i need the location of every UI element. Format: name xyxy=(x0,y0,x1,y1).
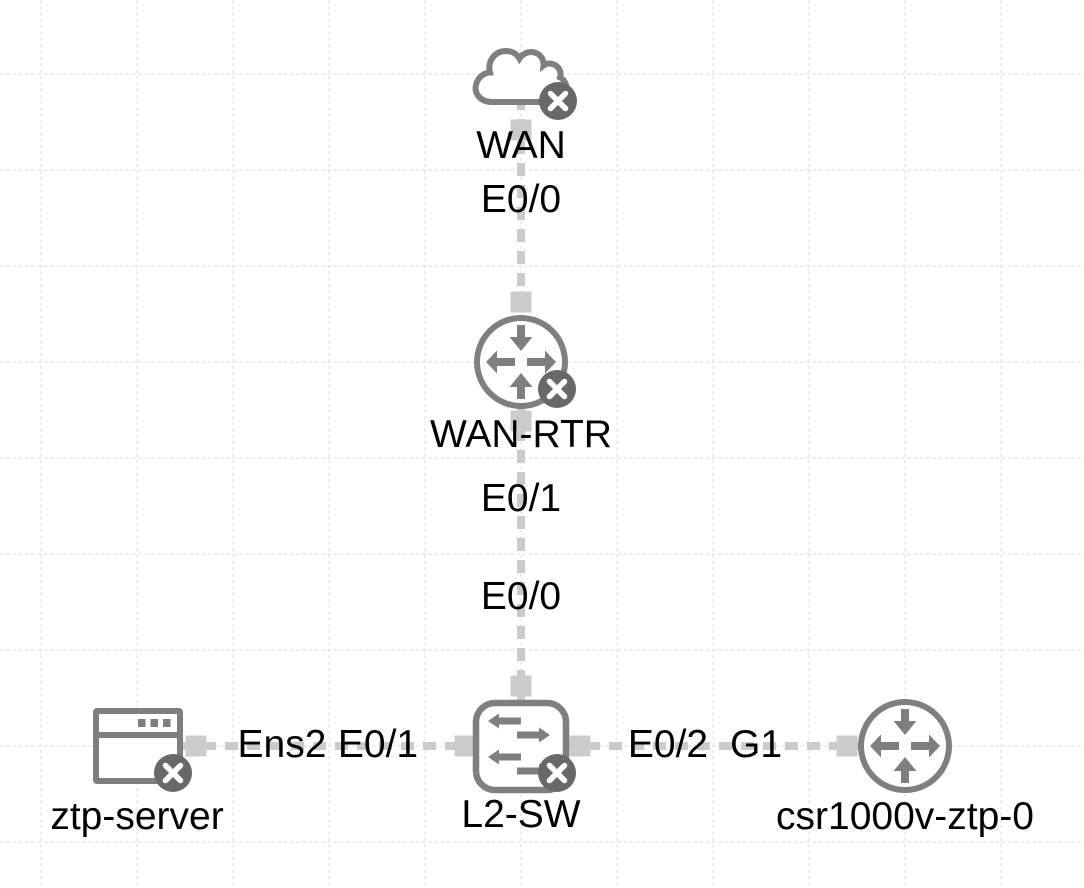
interface-labels: E0/0 E0/1 E0/0 Ens2 E0/1 E0/2 G1 xyxy=(238,178,782,766)
node-label-l2-sw[interactable]: L2-SW xyxy=(461,793,580,836)
link-wan-rtr--l2-sw[interactable] xyxy=(510,362,532,746)
server-icon xyxy=(93,708,183,784)
interface-label: E0/1 xyxy=(338,723,418,766)
node-stopped-badge-icon xyxy=(539,82,577,120)
link-endpoint-wan xyxy=(510,119,532,141)
link-endpoint-l2-sw xyxy=(454,735,476,757)
node-labels: WAN WAN-RTR L2-SW ztp-server csr1000v-zt… xyxy=(50,124,1034,838)
link-l2-sw--csr1000v-ztp-0[interactable] xyxy=(521,735,905,757)
node-stopped-badge-icon xyxy=(538,370,576,408)
link-endpoint-wan-rtr xyxy=(510,291,532,313)
node-label-wan-rtr[interactable]: WAN-RTR xyxy=(430,413,612,456)
interface-label: E0/0 xyxy=(481,575,561,618)
node-stopped-badge-icon xyxy=(154,754,192,792)
node-label-wan[interactable]: WAN xyxy=(476,124,566,167)
interface-label: Ens2 xyxy=(238,723,327,766)
link-endpoint-ztp-server xyxy=(185,735,207,757)
node-label-ztp-server[interactable]: ztp-server xyxy=(50,795,223,838)
link-endpoint-wan-rtr xyxy=(510,410,532,432)
link-endpoint-csr1000v xyxy=(836,735,858,757)
node-l2-sw[interactable] xyxy=(472,699,576,792)
node-label-csr1000v-ztp-0[interactable]: csr1000v-ztp-0 xyxy=(776,795,1034,838)
router-icon xyxy=(861,702,949,790)
link-endpoint-l2-sw xyxy=(510,675,532,697)
link-endpoint-l2-sw xyxy=(569,735,591,757)
interface-label: E0/1 xyxy=(481,477,561,520)
node-stopped-badge-icon xyxy=(538,754,576,792)
link-ztp-server--l2-sw[interactable] xyxy=(137,735,521,757)
node-wan-rtr[interactable] xyxy=(477,318,576,408)
node-csr1000v-ztp-0[interactable] xyxy=(861,702,949,790)
interface-label: G1 xyxy=(730,723,782,766)
link-wan--wan-rtr[interactable] xyxy=(510,75,532,362)
interface-label: E0/0 xyxy=(481,178,561,221)
grid-vertical-lines xyxy=(40,0,1002,888)
interface-label: E0/2 xyxy=(628,723,708,766)
node-ztp-server[interactable] xyxy=(93,708,192,792)
links xyxy=(137,75,905,757)
node-wan[interactable] xyxy=(472,47,577,120)
